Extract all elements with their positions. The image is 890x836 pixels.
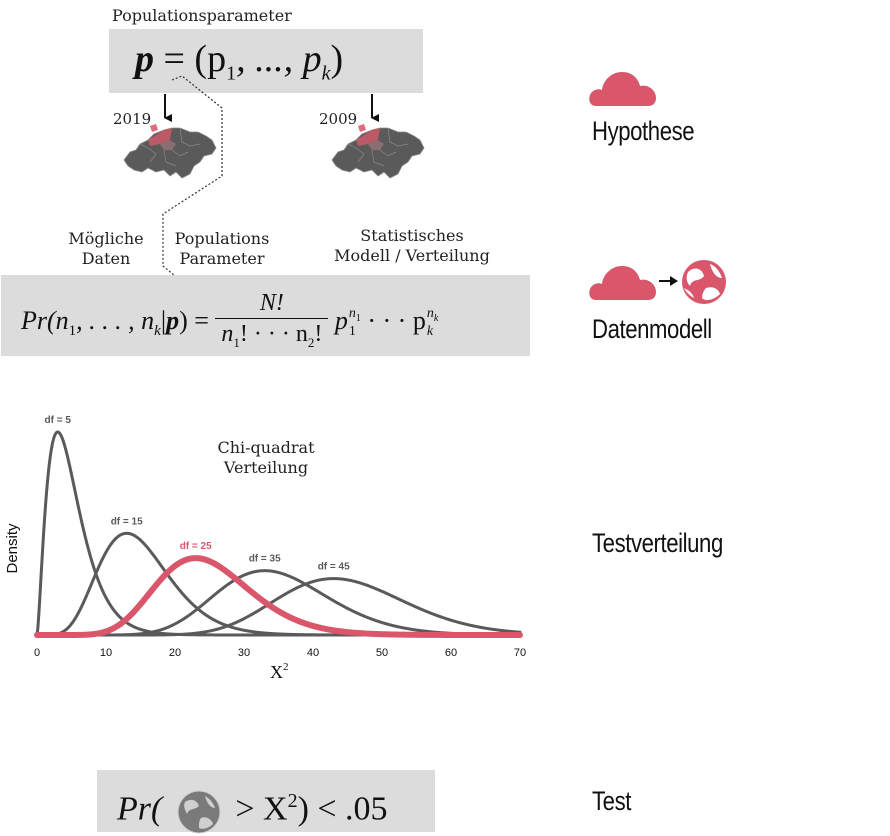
formula-lhs-close: ) = — [179, 305, 209, 335]
section-test-distribution: Testverteilung — [592, 528, 723, 558]
chart-x-axis-label-sup: 2 — [283, 661, 289, 673]
formula-bold-p: p — [135, 38, 154, 80]
section-data-model: Datenmodell — [592, 314, 712, 344]
series-curve-df-5 — [35, 430, 522, 637]
label-possible-data: Mögliche Daten — [56, 229, 156, 269]
label-population-params: Populations Parameter — [162, 229, 282, 269]
formula-den-c: ! — [314, 321, 323, 347]
x-tick-label: 30 — [238, 647, 250, 659]
chart-series-labels: df = 5 df = 15 df = 25 df = 35 df = 45 — [44, 415, 350, 573]
chart-x-axis-label: X2 — [270, 661, 289, 682]
label-possible-data-line1: Mögliche — [68, 229, 144, 248]
formula-rhs-pk-supsub: k — [433, 312, 439, 324]
test-formula: Pr( > X2) < .05 — [117, 776, 388, 836]
formula-equals: = (p — [163, 38, 227, 80]
globe-icon — [682, 260, 726, 304]
formula-sub-k: k — [321, 62, 331, 85]
x-tick-label: 60 — [445, 647, 457, 659]
series-label-df-25: df = 25 — [180, 541, 212, 552]
x-tick-label: 0 — [34, 647, 40, 659]
population-parameter-caption: Populationsparameter — [112, 6, 292, 25]
year-2009: 2009 — [319, 110, 358, 128]
x-tick-label: 10 — [100, 647, 112, 659]
formula-mid: , ..., p — [236, 38, 322, 80]
chart-x-ticks: 0 10 20 30 40 50 60 70 — [34, 647, 526, 659]
section-hypothesis: Hypothese — [592, 116, 695, 146]
population-parameter-box: p = (p1, ..., pk) — [109, 29, 423, 93]
chart-curves — [34, 430, 523, 638]
x-tick-label: 40 — [307, 647, 319, 659]
formula-rhs-p1-sup: n — [348, 305, 356, 321]
chart-title: Chi-quadrat Verteilung — [196, 438, 336, 478]
formula-rhs-pk-sub: k — [426, 324, 434, 340]
formula-den-sub1: 1 — [233, 334, 240, 350]
formula-lhs-bar: | — [160, 305, 167, 335]
test-formula-rhs-sup: 2 — [287, 790, 298, 812]
formula-den-a: n — [221, 321, 234, 347]
formula-lhs-subk: k — [154, 323, 161, 340]
formula-close: ) — [330, 38, 344, 80]
arrow-right-icon — [659, 276, 678, 286]
chart-title-line2: Verteilung — [223, 458, 309, 477]
chart-title-line1: Chi-quadrat — [217, 438, 315, 457]
label-statistical-model-line1: Statistisches — [360, 226, 464, 245]
label-possible-data-line2: Daten — [81, 249, 131, 268]
x-tick-label: 20 — [169, 647, 181, 659]
series-label-df-45: df = 45 — [318, 562, 350, 573]
formula-denominator: n1! · · · n2! — [215, 319, 328, 358]
cloud-icon — [589, 72, 656, 106]
formula-sub-1: 1 — [226, 62, 237, 85]
label-population-params-line1: Populations — [174, 229, 270, 248]
globe-icon — [177, 790, 221, 834]
dotted-parameter-link — [162, 75, 223, 296]
section-test: Test — [592, 786, 631, 816]
x-tick-label: 50 — [376, 647, 388, 659]
formula-lhs-sub1: 1 — [68, 323, 77, 340]
label-population-params-line2: Parameter — [179, 249, 265, 268]
series-label-df-35: df = 35 — [249, 554, 281, 565]
label-statistical-model-line2: Modell / Verteilung — [334, 246, 490, 265]
formula-lhs: Pr(n — [21, 305, 69, 335]
series-label-df-5: df = 5 — [44, 415, 71, 426]
test-formula-box: Pr( > X2) < .05 — [97, 770, 435, 834]
formula-lhs-bold-p: p — [166, 305, 180, 335]
multinomial-formula: Pr(n1, . . . , nk|p) = N! n1! · · · n2! … — [21, 288, 438, 358]
formula-rhs-pk-sup: n — [426, 305, 434, 321]
year-2019: 2019 — [113, 110, 152, 128]
formula-rhs-p1-supsub: 1 — [355, 312, 361, 324]
formula-rhs-p1-sub: 1 — [348, 324, 356, 340]
x-tick-label: 70 — [514, 647, 526, 659]
multinomial-formula-box: Pr(n1, . . . , nk|p) = N! n1! · · · n2! … — [1, 275, 530, 356]
series-curve-df-45 — [35, 577, 522, 637]
switzerland-map-icon — [331, 124, 425, 179]
test-formula-rhs: > X — [235, 790, 288, 828]
chart-x-axis-label-base: X — [270, 662, 283, 682]
population-parameter-formula: p = (p1, ..., pk) — [135, 37, 343, 86]
formula-numerator: N! — [215, 288, 329, 319]
formula-den-sub2: 2 — [307, 334, 315, 350]
formula-fraction: N! n1! · · · n2! — [215, 288, 329, 358]
test-formula-lhs: Pr( — [117, 790, 163, 828]
formula-rhs-dots: · · · p — [367, 305, 426, 335]
cloud-icon — [589, 266, 656, 300]
chart-y-axis-label: Density — [4, 523, 21, 574]
series-label-df-15: df = 15 — [111, 516, 143, 527]
formula-den-b: ! · · · n — [239, 321, 308, 347]
switzerland-map-icon — [123, 124, 217, 179]
formula-rhs-p1: p — [334, 305, 348, 335]
test-formula-tail: ) < .05 — [297, 790, 388, 828]
series-curve-df-25 — [34, 555, 523, 638]
label-statistical-model: Statistisches Modell / Verteilung — [322, 226, 502, 266]
formula-lhs-mid: , . . . , n — [76, 305, 155, 335]
